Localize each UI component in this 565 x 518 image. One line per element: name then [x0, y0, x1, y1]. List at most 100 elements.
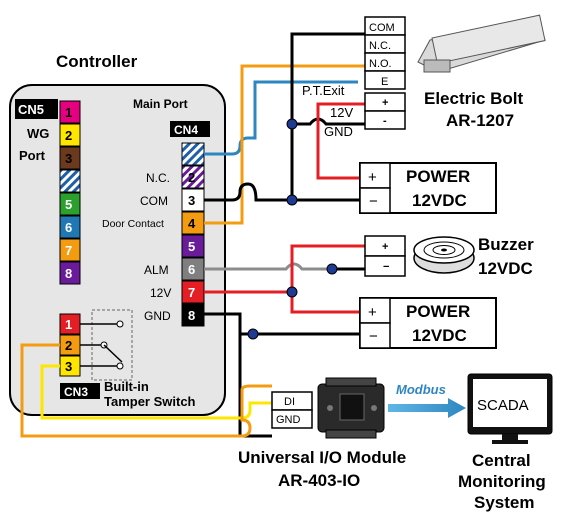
wire-buzzer-plus	[204, 244, 365, 294]
cn4-nc-label: N.C.	[146, 171, 170, 185]
cn3-pin-3-label: 3	[65, 359, 72, 374]
bolt-name-line2: AR-1207	[446, 111, 514, 130]
scada-line1: Central	[472, 451, 531, 470]
wire-door-contact	[204, 64, 365, 225]
cn3-connector: 1 2 3	[59, 313, 81, 377]
io-module-icon	[317, 377, 385, 439]
cn5-pin-5	[59, 192, 81, 216]
cn4-pin-8-label: 8	[188, 308, 195, 323]
bolt-12v-label: 12V	[330, 105, 353, 120]
io-di-label: DI	[284, 396, 295, 408]
io-name-line2: AR-403-IO	[278, 471, 360, 490]
cn4-12v-label: 12V	[150, 286, 171, 300]
wire-bolt-12v	[316, 102, 365, 180]
wire-com-to-bolt	[290, 32, 365, 200]
cn5-pin-2	[59, 123, 81, 147]
cn5-pin-5-label: 5	[65, 197, 72, 212]
cn5-pin-6	[59, 215, 81, 239]
scada-monitor-icon	[467, 373, 553, 444]
cn3-pin-2-label: 2	[65, 338, 72, 353]
cn3-label: CN3	[64, 385, 88, 399]
cn4-badge	[170, 121, 210, 137]
cn5-pin-3-label: 3	[65, 151, 72, 166]
power2-minus: −	[369, 328, 378, 345]
buzzer-minus: −	[383, 261, 389, 273]
modbus-arrow-icon	[388, 398, 466, 418]
cn5-badge	[15, 99, 58, 119]
tamper-label-line2: Tamper Switch	[104, 394, 196, 409]
scada-line3: System	[474, 493, 534, 512]
io-module-terminals: DI GND	[271, 391, 313, 429]
cn5-pin-1-label: 1	[65, 105, 72, 120]
bolt-name-line1: Electric Bolt	[424, 89, 524, 108]
scada-line2: Monitoring	[458, 472, 546, 491]
cn3-badge	[60, 383, 100, 399]
power2-plus: +	[368, 304, 377, 321]
cn3-pin-1-label: 1	[65, 317, 72, 332]
scada-screen-label: SCADA	[477, 397, 529, 414]
power1-line2: 12VDC	[412, 191, 467, 210]
buzzer-icon	[413, 236, 475, 274]
wire-no	[204, 80, 358, 156]
power-supply-1: + − POWER 12VDC	[359, 162, 497, 214]
wire-tamper-orange	[20, 343, 272, 438]
cn4-com-label: COM	[140, 194, 168, 208]
bolt-terminal-minus: -	[383, 115, 387, 127]
cn5-connector: 1 2 3 5 6 7 8	[59, 100, 81, 285]
cn4-pin-2-label: 2	[188, 170, 195, 185]
cn4-pin-5	[181, 234, 205, 258]
cn5-pin-6-label: 6	[65, 220, 72, 235]
wg-port-label-line2: Port	[19, 148, 46, 163]
buzzer-line1: Buzzer	[478, 235, 534, 254]
electric-bolt-icon	[417, 14, 546, 73]
cn4-gnd-label: GND	[144, 309, 171, 323]
cn4-alm-label: ALM	[144, 263, 169, 277]
wire-com	[204, 182, 360, 202]
cn4-door-contact-label: Door Contact	[102, 218, 164, 230]
cn5-pin-7-label: 7	[65, 243, 72, 258]
buzzer-plus: +	[382, 241, 388, 253]
wire-tamper-yellow	[40, 364, 272, 420]
bolt-terminal-no: N.O.	[369, 58, 392, 70]
power-supply-2: + − POWER 12VDC	[359, 297, 497, 349]
bolt-terminal-nc: N.C.	[369, 40, 391, 52]
bolt-terminal-e: E	[381, 76, 388, 88]
controller-title: Controller	[56, 52, 138, 71]
cn5-pin-8-label: 8	[65, 266, 72, 281]
cn4-connector: 2 3 4 5 6 7 8	[181, 142, 205, 327]
wire-gnd-main	[204, 312, 272, 438]
cn5-pin-3	[59, 146, 81, 170]
power1-minus: −	[369, 193, 378, 210]
power1-plus: +	[368, 169, 377, 186]
power2-line1: POWER	[406, 302, 470, 321]
io-gnd-label: GND	[276, 414, 301, 426]
tamper-switch-icon	[80, 320, 124, 370]
wg-port-label-line1: WG	[27, 126, 49, 141]
bolt-terminal-com: COM	[369, 22, 395, 34]
bolt-gnd-label: GND	[324, 124, 353, 139]
cn4-pin-5-label: 5	[188, 239, 195, 254]
power2-line2: 12VDC	[412, 326, 467, 345]
wire-alm	[204, 262, 365, 271]
cn4-pin-7-label: 7	[188, 285, 195, 300]
pt-exit-label: P.T.Exit	[302, 83, 345, 98]
cn5-pin-8	[59, 261, 81, 285]
buzzer-line2: 12VDC	[478, 259, 533, 278]
cn4-pin-2	[181, 165, 205, 189]
cn5-pin-7	[59, 238, 81, 262]
cn4-pin-3-label: 3	[188, 193, 195, 208]
bolt-terminal-plus: +	[382, 97, 388, 109]
cn4-label: CN4	[174, 123, 198, 137]
tamper-label-line1: Built-in	[104, 379, 149, 394]
cn4-pin-1	[181, 142, 205, 166]
modbus-label: Modbus	[396, 382, 446, 397]
cn5-pin-2-label: 2	[65, 128, 72, 143]
electric-bolt-terminals: COM N.C. N.O. E + -	[364, 16, 406, 130]
cn5-label: CN5	[18, 102, 44, 117]
io-name-line1: Universal I/O Module	[238, 448, 406, 467]
main-port-label: Main Port	[133, 97, 188, 111]
wire-power2-plus	[290, 292, 360, 314]
power1-line1: POWER	[406, 167, 470, 186]
cn5-pin-1	[59, 100, 81, 124]
